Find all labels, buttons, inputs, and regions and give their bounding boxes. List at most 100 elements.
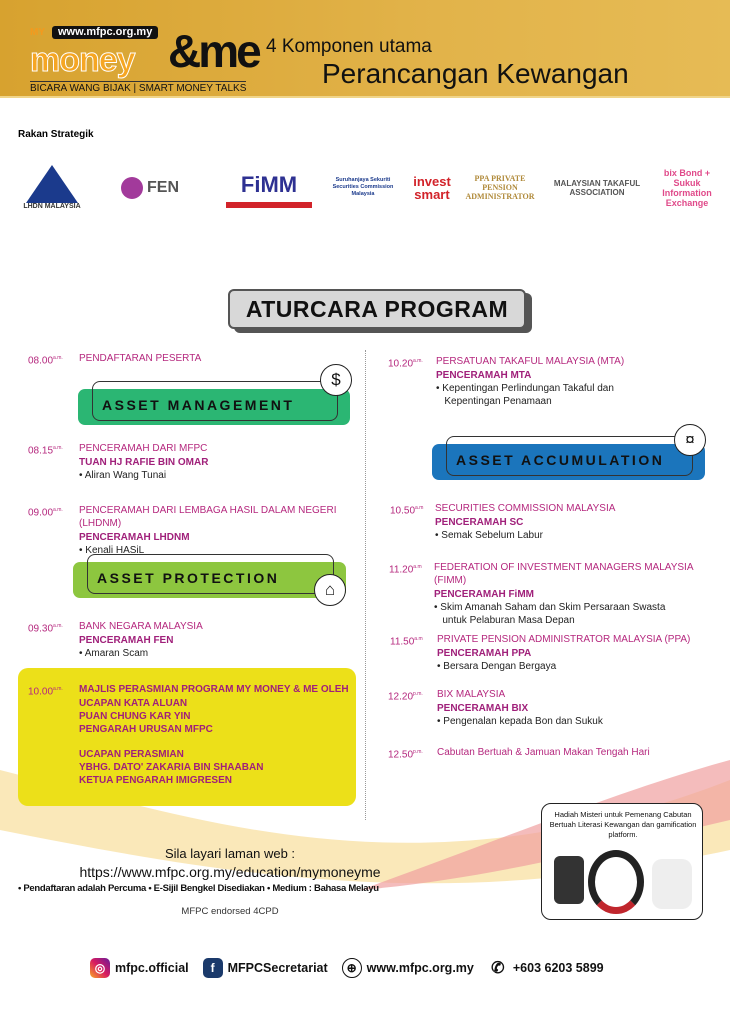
facebook-handle: MFPCSecretariat bbox=[227, 961, 328, 975]
time-ampm: a.m. bbox=[53, 355, 63, 361]
lhdn-logo: LHDN MALAYSIA bbox=[18, 160, 86, 215]
sc-logo: Suruhanjaya Sekuriti Securities Commissi… bbox=[332, 177, 394, 197]
schedule-time: 10.20a.m. bbox=[388, 355, 423, 370]
instagram-handle: mfpc.official bbox=[115, 961, 189, 975]
partners-label: Rakan Strategik bbox=[18, 129, 94, 140]
schedule-topic: untuk Pelaburan Masa Depan bbox=[434, 615, 575, 626]
program-title: ATURCARA PROGRAM bbox=[245, 296, 509, 322]
facebook-icon: f bbox=[202, 958, 223, 978]
fen-logo: FEN bbox=[100, 160, 200, 215]
headphones-image bbox=[588, 850, 644, 914]
time-value: 10.00 bbox=[28, 686, 54, 698]
time-value: 08.15 bbox=[28, 445, 54, 457]
schedule-speaker: PENCERAMAH LHDNM bbox=[79, 532, 190, 543]
header-subtitle: 4 Komponen utama bbox=[266, 36, 432, 57]
time-ampm: a.m. bbox=[53, 507, 63, 513]
schedule-time: 11.20a.m bbox=[389, 561, 422, 576]
asset-management-banner: ASSET MANAGEMENT bbox=[78, 381, 350, 425]
time-ampm: a.m. bbox=[413, 358, 423, 364]
instagram-link[interactable]: ◎ mfpc.official bbox=[90, 958, 189, 978]
schedule-speaker: PENCERAMAH BIX bbox=[437, 703, 529, 714]
schedule-item: PENDAFTARAN PESERTA bbox=[79, 352, 357, 366]
schedule-topic: • Pengenalan kepada Bon dan Sukuk bbox=[437, 716, 603, 727]
logo-url: www.mfpc.org.my bbox=[52, 26, 159, 39]
schedule-item: PENCERAMAH DARI LEMBAGA HASIL DALAM NEGE… bbox=[79, 504, 357, 557]
schedule-time: 11.50a.m bbox=[390, 633, 423, 648]
time-ampm: a.m. bbox=[53, 445, 63, 451]
schedule-speaker: KETUA PENGARAH IMIGRESEN bbox=[79, 775, 232, 786]
schedule-speaker: UCAPAN KATA ALUAN bbox=[79, 698, 188, 709]
mta-logo: MALAYSIAN TAKAFUL ASSOCIATION bbox=[553, 178, 641, 197]
schedule-topic: Kepentingan Penamaan bbox=[436, 396, 552, 407]
schedule-time: 10.50a.m bbox=[390, 502, 423, 517]
schedule-title: SECURITIES COMMISSION MALAYSIA bbox=[435, 503, 616, 514]
schedule-time: 09.30a.m. bbox=[28, 620, 63, 635]
schedule-title: PENCERAMAH DARI LEMBAGA HASIL DALAM NEGE… bbox=[79, 505, 340, 529]
registration-notes: • Pendaftaran adalah Percuma • E-Sijil B… bbox=[18, 883, 379, 894]
schedule-speaker: PENCERAMAH PPA bbox=[437, 648, 532, 659]
time-ampm: a.m bbox=[415, 505, 424, 511]
program-title-box: ATURCARA PROGRAM bbox=[228, 289, 526, 329]
logo-tagline: BICARA WANG BIJAK | SMART MONEY TALKS bbox=[30, 81, 247, 94]
schedule-title: FEDERATION OF INVESTMENT MANAGERS MALAYS… bbox=[434, 562, 696, 586]
schedule-topic: • Kepentingan Perlindungan Takaful dan bbox=[436, 383, 614, 394]
asset-accumulation-banner: ASSET ACCUMULATION bbox=[432, 436, 705, 480]
phone-number: +603 6203 5899 bbox=[512, 961, 604, 975]
schedule-speaker: PUAN CHUNG KAR YIN bbox=[79, 711, 191, 722]
schedule-title: Cabutan Bertuah & Jamuan Makan Tengah Ha… bbox=[437, 747, 650, 758]
column-divider bbox=[365, 350, 366, 820]
facebook-link[interactable]: f MFPCSecretariat bbox=[202, 958, 328, 978]
ppa-logo: PPA PRIVATE PENSION ADMINISTRATOR bbox=[465, 174, 535, 201]
globe-icon: ⊕ bbox=[341, 958, 362, 978]
schedule-item: BIX MALAYSIA PENCERAMAH BIX • Pengenalan k… bbox=[437, 688, 724, 728]
fen-logo-text: FEN bbox=[147, 178, 179, 196]
schedule-item: PRIVATE PENSION ADMINISTRATOR MALAYSIA (… bbox=[437, 633, 724, 673]
header-title: Perancangan Kewangan bbox=[322, 58, 629, 89]
schedule-speaker: UCAPAN PERASMIAN bbox=[79, 749, 184, 760]
phone-link[interactable]: ✆+603 6203 5899 bbox=[488, 958, 604, 978]
time-value: 12.50 bbox=[388, 749, 414, 761]
schedule-item: SECURITIES COMMISSION MALAYSIA PENCERAMAH… bbox=[435, 502, 724, 542]
bix-logo: bix Bond + Sukuk Information Exchange bbox=[662, 167, 712, 208]
house-lock-icon: ⌂ bbox=[314, 574, 346, 606]
instagram-icon: ◎ bbox=[90, 958, 110, 978]
schedule-time: 08.15a.m. bbox=[28, 442, 63, 457]
time-value: 09.30 bbox=[28, 623, 54, 635]
money-cycle-icon: $ bbox=[320, 364, 352, 396]
schedule-topic: • Semak Sebelum Labur bbox=[435, 530, 544, 541]
coins-cash-icon: ¤ bbox=[674, 424, 706, 456]
schedule-topic: • Aliran Wang Tunai bbox=[79, 470, 167, 481]
earbuds-image bbox=[652, 859, 692, 909]
schedule-speaker: PENCERAMAH SC bbox=[435, 517, 524, 528]
schedule-title: PENCERAMAH DARI MFPC bbox=[79, 443, 208, 454]
asset-protection-banner: ASSET PROTECTION bbox=[73, 554, 346, 598]
schedule-title: BIX MALAYSIA bbox=[437, 689, 506, 700]
time-value: 10.50 bbox=[390, 505, 416, 517]
time-value: 10.20 bbox=[388, 358, 414, 370]
time-value: 11.20 bbox=[389, 564, 414, 576]
schedule-time: 08.00a.m. bbox=[28, 352, 63, 367]
prize-box: Hadiah Misteri untuk Pemenang Cabutan Be… bbox=[541, 803, 703, 920]
schedule-item: PERSATUAN TAKAFUL MALAYSIA (MTA)PENCERAM… bbox=[436, 355, 724, 408]
asset-accumulation-label: ASSET ACCUMULATION bbox=[456, 452, 665, 468]
time-ampm: a.m bbox=[413, 564, 422, 570]
logo-money: money bbox=[30, 41, 137, 79]
lhdn-logo-text: LHDN MALAYSIA bbox=[23, 203, 81, 210]
smartwatch-image bbox=[554, 856, 584, 904]
time-value: 11.50 bbox=[390, 636, 415, 648]
web-link[interactable]: ⊕ www.mfpc.org.my bbox=[341, 958, 474, 978]
time-ampm: a.m bbox=[414, 636, 423, 642]
opening-ceremony-box bbox=[18, 668, 356, 806]
logo-my: MY bbox=[30, 27, 45, 38]
prize-text: Hadiah Misteri untuk Pemenang Cabutan Be… bbox=[549, 810, 697, 839]
web-address: www.mfpc.org.my bbox=[366, 961, 474, 975]
asset-management-label: ASSET MANAGEMENT bbox=[102, 397, 295, 413]
cpd-note: MFPC endorsed 4CPD bbox=[181, 906, 279, 917]
schedule-topic: • Bersara Dengan Bergaya bbox=[437, 661, 557, 672]
website-link[interactable]: https://www.mfpc.org.my/education/mymone… bbox=[79, 864, 381, 880]
schedule-time: 10.00a.m. bbox=[28, 683, 63, 698]
schedule-topic: • Kenali HASiL bbox=[79, 545, 145, 556]
schedule-speaker: PENCERAMAH FEN bbox=[79, 635, 174, 646]
schedule-title: PENDAFTARAN PESERTA bbox=[79, 353, 202, 364]
